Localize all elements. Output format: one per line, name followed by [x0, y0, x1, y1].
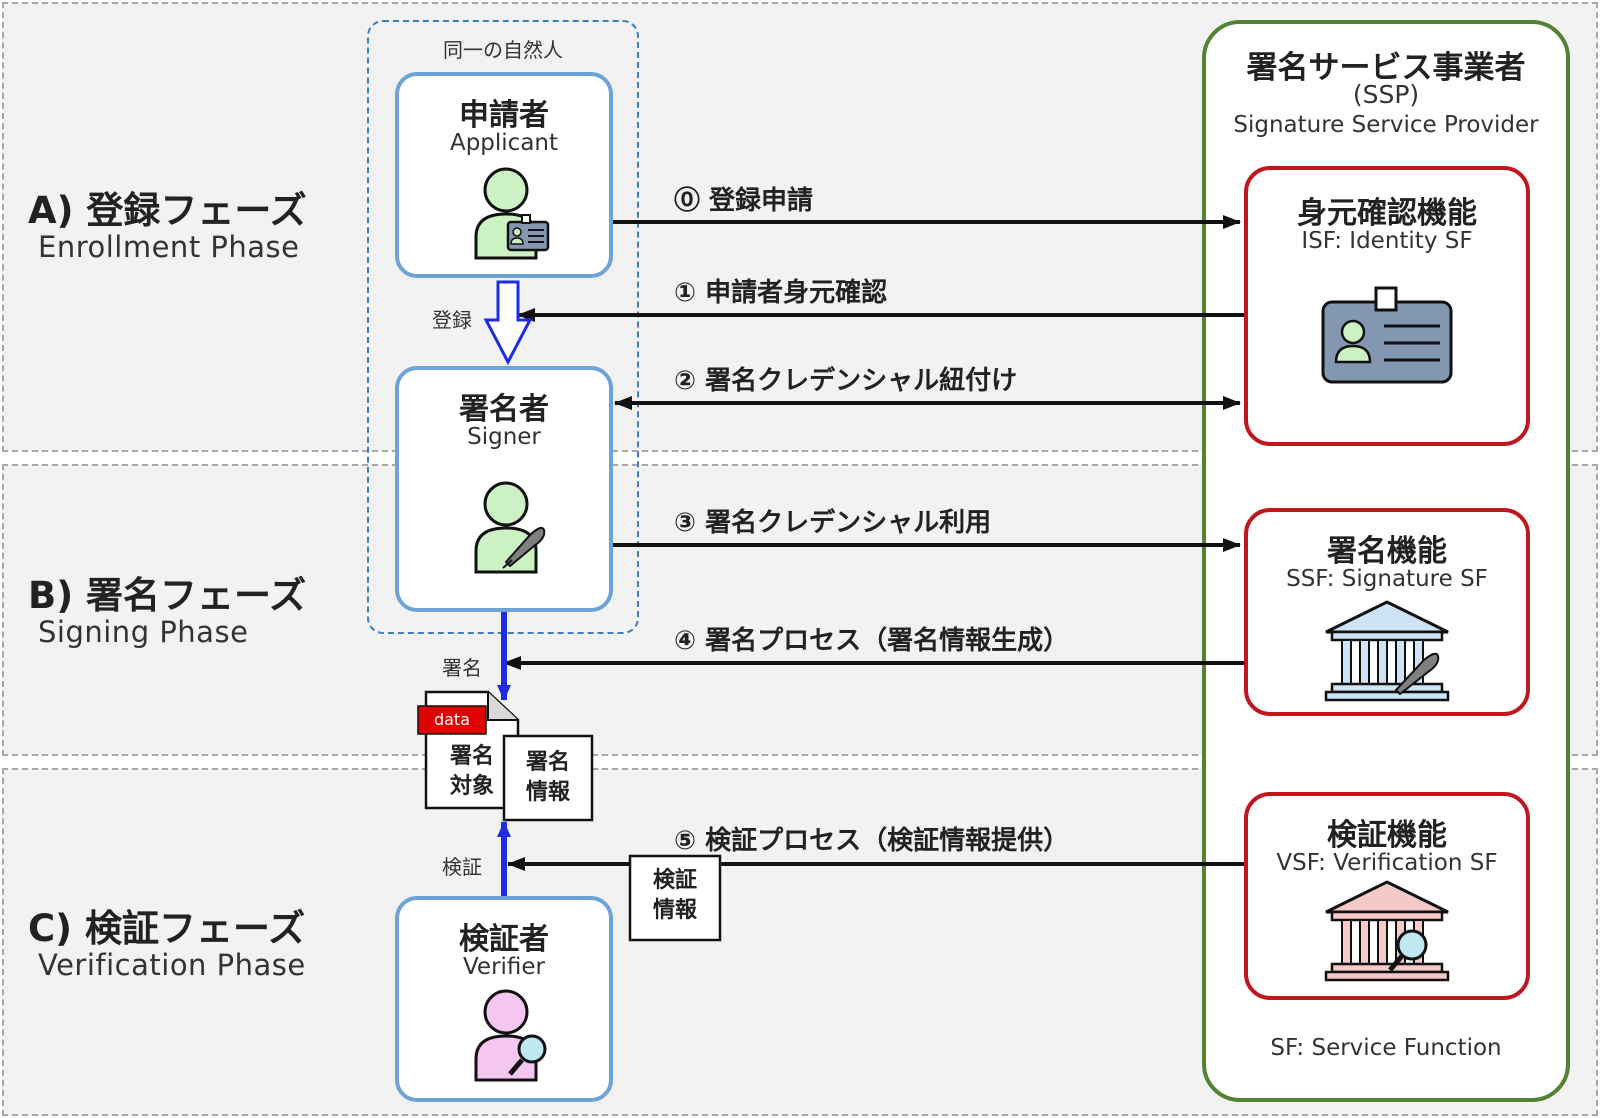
ssp-title: 署名サービス事業者 [1246, 50, 1526, 86]
signing-target-text-line1: 署名 [449, 744, 494, 769]
verifier-subtitle: Verifier [462, 954, 546, 980]
sf-footnote: SF: Service Function [1270, 1035, 1502, 1061]
signature-info-text-line2: 情報 [525, 780, 570, 805]
verifier-title: 検証者 [459, 922, 549, 957]
data-tag [417, 705, 487, 735]
verification-building-icon [1324, 880, 1450, 982]
sign-label: 署名 [442, 656, 482, 680]
enrollment-phase-title: A) 登録フェーズ [28, 189, 307, 232]
enrollment-phase-subtitle: Enrollment Phase [38, 230, 300, 264]
signature-building-icon [1324, 600, 1450, 702]
signer-subtitle: Signer [467, 424, 541, 450]
signing-phase-title: B) 署名フェーズ [28, 574, 307, 617]
vsf-title: 検証機能 [1327, 818, 1447, 853]
applicant-subtitle: Applicant [449, 130, 559, 156]
message-3-label: ③ 署名クレデンシャル利用 [674, 508, 992, 538]
register-hollow-arrow [483, 280, 533, 366]
data-tag-text: data [433, 710, 471, 729]
verification-phase-subtitle: Verification Phase [38, 948, 306, 982]
verification-info-text-line2: 情報 [652, 898, 697, 923]
ssp-abbreviation: (SSP) [1352, 80, 1420, 109]
signer-title: 署名者 [459, 392, 549, 427]
ssf-subtitle: SSF: Signature SF [1286, 566, 1488, 592]
verification-info-text-line1: 検証 [652, 868, 697, 893]
applicant-person-icon [474, 167, 550, 260]
verification-info-document [628, 854, 722, 942]
signing-target-text-line2: 対象 [449, 774, 494, 799]
verify-label: 検証 [442, 855, 482, 879]
isf-subtitle: ISF: Identity SF [1301, 228, 1473, 254]
signer-person-icon [474, 481, 546, 574]
message-5-label: ⑤ 検証プロセス（検証情報提供） [674, 826, 1070, 856]
applicant-title: 申請者 [459, 98, 549, 133]
isf-title: 身元確認機能 [1297, 196, 1477, 231]
verification-phase-title: C) 検証フェーズ [28, 907, 306, 950]
message-4-label: ④ 署名プロセス（署名情報生成） [674, 626, 1070, 656]
ssp-subtitle: Signature Service Provider [1233, 112, 1539, 138]
message-2-label: ② 署名クレデンシャル紐付け [674, 366, 1018, 396]
signature-info-text-line1: 署名 [525, 750, 570, 775]
signing-phase-subtitle: Signing Phase [38, 615, 249, 649]
register-label: 登録 [432, 308, 472, 332]
message-1-label: ① 申請者身元確認 [674, 278, 888, 308]
same-person-label: 同一の自然人 [443, 38, 563, 62]
ssf-title: 署名機能 [1327, 534, 1447, 569]
verifier-person-icon [474, 989, 547, 1082]
vsf-subtitle: VSF: Verification SF [1276, 850, 1498, 876]
id-card-icon [1321, 286, 1453, 384]
signature-info-document [502, 734, 594, 822]
message-0-label: ⓪ 登録申請 [674, 186, 814, 216]
